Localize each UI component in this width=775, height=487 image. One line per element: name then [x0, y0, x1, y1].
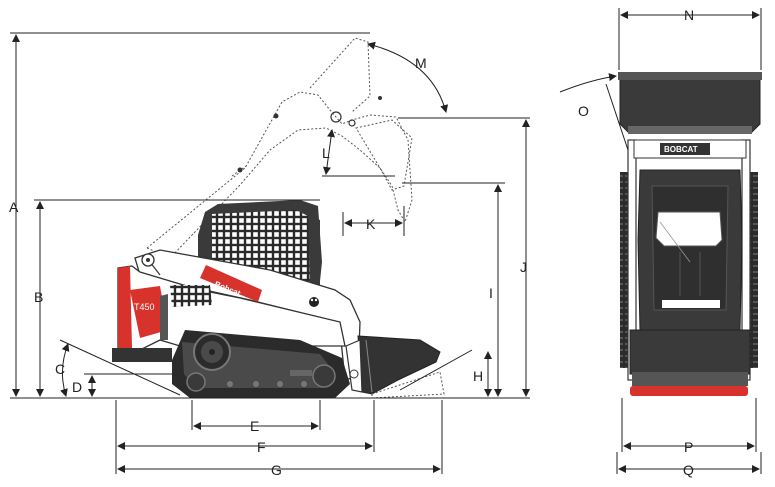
dim-label-f: F	[257, 439, 266, 455]
model-badge: T450	[134, 302, 155, 312]
dim-label-g: G	[271, 462, 282, 478]
dim-label-j: J	[520, 259, 527, 275]
track-assembly	[172, 330, 350, 398]
dim-label-i: I	[489, 285, 493, 301]
cab-top	[637, 169, 743, 331]
top-logo: BOBCAT	[664, 145, 698, 154]
dim-label-l: L	[322, 145, 330, 161]
front-view: BOBCAT N O P Q	[559, 7, 762, 478]
dim-label-n: N	[684, 7, 694, 23]
dim-label-h: H	[473, 368, 483, 384]
dim-label-b: B	[34, 289, 43, 305]
dim-label-k: K	[366, 216, 376, 232]
dim-label-q: Q	[683, 462, 694, 478]
bucket	[345, 335, 445, 399]
dim-label-e: E	[250, 418, 259, 434]
dim-label-c: C	[55, 361, 65, 377]
machine-body: T450	[112, 265, 346, 362]
bobcat-head-icon	[309, 297, 319, 307]
dim-label-a: A	[9, 199, 19, 215]
dim-label-o: O	[578, 103, 589, 119]
rear-counterweight	[630, 386, 748, 396]
dim-label-m: M	[415, 55, 427, 71]
front-bucket	[618, 72, 762, 134]
dim-label-p: P	[684, 439, 693, 455]
dim-label-d: D	[72, 379, 82, 395]
side-view: Bobcat T450	[9, 32, 530, 478]
